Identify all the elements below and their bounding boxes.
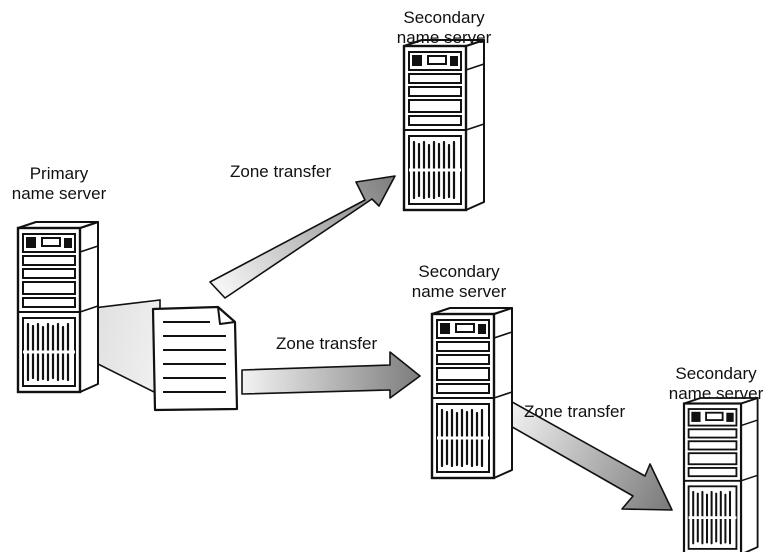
secondary-server-right-icon [682,396,759,552]
secondary-server-top-label: Secondary name server [386,8,502,48]
zone-transfer-arrow-top [209,175,396,299]
zone-transfer-label-top: Zone transfer [230,162,332,181]
secondary-server-right-label-line2: name server [668,384,764,403]
secondary-server-middle-label: Secondary name server [401,262,517,302]
primary-server-icon [16,220,100,394]
secondary-server-middle-label-line1: Secondary [418,262,500,281]
zone-file-document-icon [151,305,239,412]
primary-server-label-line1: Primary [29,164,89,183]
secondary-server-right-label-line1: Secondary [675,364,757,383]
primary-server-label: Primary name server [4,164,114,204]
secondary-server-right-label: Secondary name server [658,364,774,404]
secondary-server-top-label-line1: Secondary [403,8,485,27]
secondary-server-middle-label-line2: name server [411,282,507,301]
secondary-server-top-label-line2: name server [396,28,492,47]
secondary-server-top-icon [402,38,486,212]
zone-transfer-label-right: Zone transfer [524,402,626,421]
zone-transfer-arrow-middle [241,351,421,399]
primary-server-label-line2: name server [11,184,107,203]
secondary-server-middle-icon [430,306,514,480]
zone-transfer-arrow-right [499,397,673,511]
zone-transfer-label-middle: Zone transfer [276,334,378,353]
